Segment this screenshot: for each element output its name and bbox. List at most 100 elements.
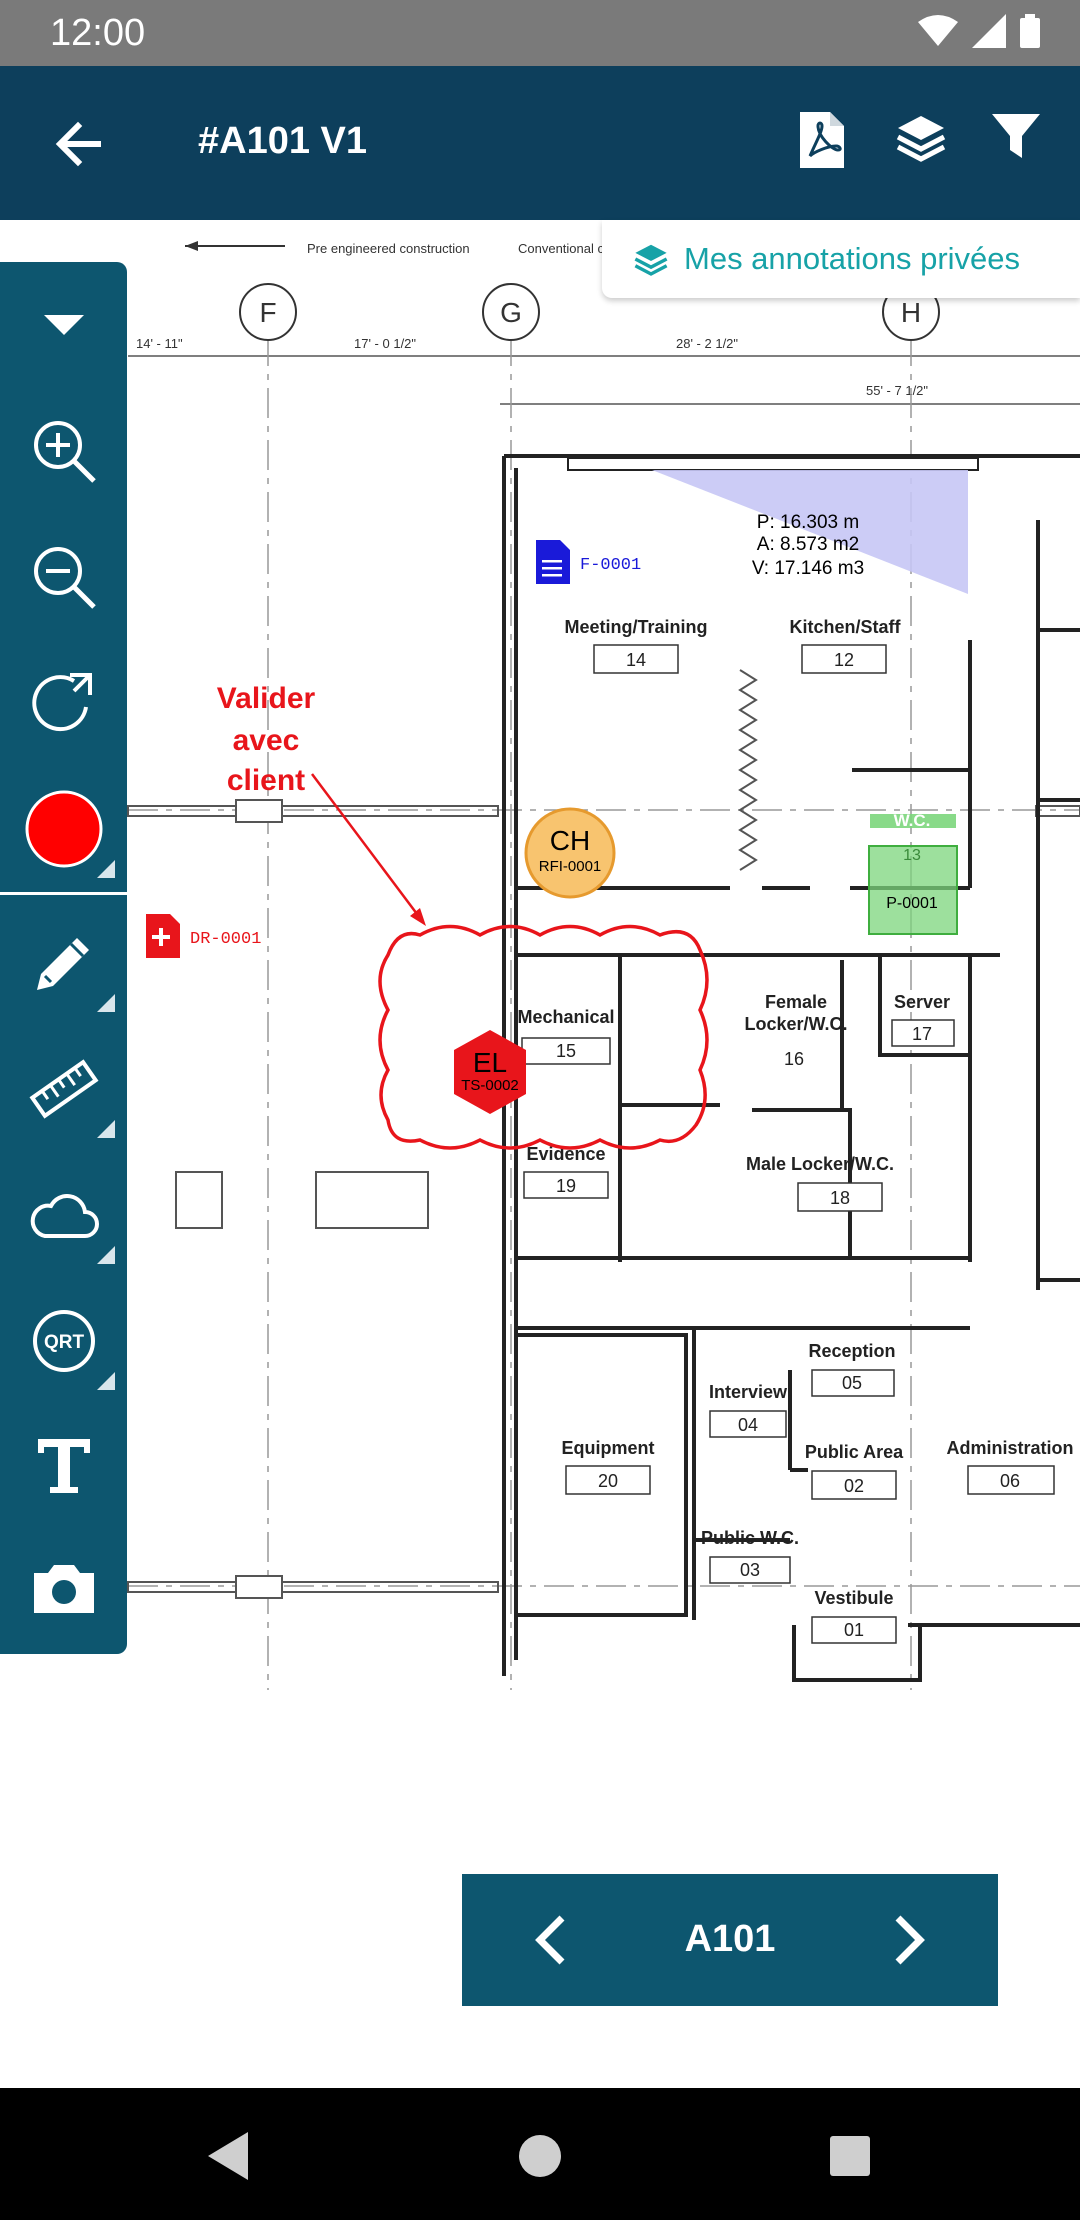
cloud-tool-button[interactable]	[0, 1152, 127, 1278]
ruler-icon	[29, 1059, 98, 1119]
room-name: Reception	[808, 1341, 895, 1361]
pencil-icon	[36, 938, 89, 990]
header-note: Pre engineered construction	[307, 241, 470, 256]
rfi-code: CH	[550, 825, 590, 856]
grid-marker: G	[500, 297, 522, 328]
wifi-icon	[918, 15, 958, 46]
layers-icon	[896, 116, 946, 162]
ts-id: TS-0002	[461, 1077, 519, 1094]
pdf-icon	[800, 112, 844, 168]
room-number: 16	[784, 1049, 804, 1069]
expand-corner-icon	[97, 1120, 115, 1138]
room-number: 04	[738, 1415, 758, 1435]
dimension-labels: 14' - 11" 17' - 0 1/2" 28' - 2 1/2" 55' …	[136, 336, 928, 398]
measure-tool-button[interactable]	[0, 1026, 127, 1152]
markup-toolbar: QRT	[0, 262, 127, 1654]
header-actions	[800, 112, 1048, 172]
rfi-id: RFI-0001	[539, 858, 602, 875]
dimension-label: 17' - 0 1/2"	[354, 336, 416, 351]
text-icon	[37, 1439, 90, 1493]
room-labels: Meeting/Training 14 Kitchen/Staff 12 Mec…	[517, 617, 1074, 1644]
color-picker-button[interactable]	[0, 766, 127, 892]
dimension-label: 55' - 7 1/2"	[866, 383, 928, 398]
note-line: avec	[233, 724, 300, 757]
room-name: Mechanical	[517, 1007, 614, 1027]
back-arrow-icon[interactable]	[48, 114, 108, 174]
qrt-tool-button[interactable]: QRT	[0, 1278, 127, 1404]
chevron-right-icon[interactable]	[878, 1910, 938, 1970]
room-number: 14	[626, 650, 646, 670]
ts-annotation[interactable]: EL TS-0002	[454, 1030, 526, 1114]
sheet-label: A101	[684, 1918, 776, 1960]
rfi-annotation[interactable]: CH RFI-0001	[524, 807, 616, 899]
dimension-label: 28' - 2 1/2"	[676, 336, 738, 351]
color-swatch-icon	[25, 790, 102, 868]
camera-tool-button[interactable]	[0, 1526, 127, 1652]
chevron-left-icon[interactable]	[522, 1910, 582, 1970]
camera-icon	[33, 1565, 94, 1613]
layers-button[interactable]	[896, 112, 952, 172]
grid-marker: H	[901, 297, 921, 328]
nav-home-icon[interactable]	[510, 2126, 570, 2186]
expand-corner-icon	[97, 1246, 115, 1264]
filter-button[interactable]	[992, 112, 1048, 172]
expand-corner-icon	[97, 860, 115, 878]
text-note-annotation[interactable]: Valider avec client	[217, 682, 426, 926]
cloud-icon	[30, 1194, 99, 1238]
room-name: Administration	[946, 1438, 1073, 1458]
measure-volume: V: 17.146 m3	[752, 558, 864, 579]
private-annotations-label: Mes annotations privées	[684, 241, 1021, 276]
room-name: Female	[765, 992, 827, 1012]
measure-perimeter: P: 16.303 m	[757, 512, 859, 533]
system-nav-bar	[0, 2088, 1080, 2220]
ts-code: EL	[473, 1047, 507, 1078]
punch-annotation[interactable]: W.C. 13 P-0001	[868, 811, 958, 935]
layers-icon	[634, 244, 668, 276]
doc-annotation-f[interactable]: F-0001	[536, 540, 641, 584]
room-number: 12	[834, 650, 854, 670]
punch-label: P-0001	[886, 895, 938, 912]
expand-corner-icon	[97, 994, 115, 1012]
dimension-label: 14' - 11"	[136, 336, 183, 351]
doc-annotation-label: DR-0001	[190, 930, 261, 949]
measurement-area[interactable]: P: 16.303 m A: 8.573 m2 V: 17.146 m3	[652, 470, 968, 594]
signal-icon	[972, 14, 1006, 48]
doc-annotation-dr[interactable]: DR-0001	[146, 914, 261, 958]
zoom-out-button[interactable]	[0, 514, 127, 640]
room-name: Server	[894, 992, 950, 1012]
room-name: W.C.	[894, 811, 931, 830]
pencil-tool-button[interactable]	[0, 900, 127, 1026]
nav-recents-icon[interactable]	[820, 2126, 880, 2186]
grid-markers: F G H	[239, 283, 940, 341]
room-name: Male Locker/W.C.	[746, 1154, 894, 1174]
status-icons	[918, 14, 1040, 48]
collapse-toolbar-button[interactable]	[0, 262, 127, 388]
room-name: Vestibule	[814, 1588, 893, 1608]
chevron-down-icon	[43, 315, 84, 335]
status-bar: 12:00	[0, 0, 1080, 66]
plan-header-notes: Pre engineered construction Conventional…	[185, 241, 604, 256]
pdf-export-button[interactable]	[800, 112, 856, 172]
note-line: client	[227, 764, 305, 797]
room-number: 18	[830, 1188, 850, 1208]
room-name: Meeting/Training	[564, 617, 707, 637]
zoom-in-button[interactable]	[0, 388, 127, 514]
text-tool-button[interactable]	[0, 1402, 127, 1528]
room-number: 17	[912, 1024, 932, 1044]
building-walls	[502, 454, 1080, 1682]
room-name-line2: Locker/W.C.	[744, 1014, 847, 1034]
page-title: #A101 V1	[198, 120, 368, 162]
room-name: Interview	[709, 1382, 788, 1402]
room-number: 06	[1000, 1471, 1020, 1491]
floor-plan-canvas[interactable]: Pre engineered construction Conventional…	[0, 220, 1080, 2090]
nav-back-icon[interactable]	[200, 2126, 260, 2186]
cloud-markup[interactable]	[378, 924, 709, 1150]
filter-icon	[992, 114, 1040, 158]
room-number: 20	[598, 1471, 618, 1491]
rotate-button[interactable]	[0, 640, 127, 766]
room-number: 19	[556, 1176, 576, 1196]
room-number: 05	[842, 1373, 862, 1393]
dimension-lines	[128, 355, 1080, 405]
private-annotations-chip[interactable]: Mes annotations privées	[602, 220, 1080, 298]
zoom-out-icon	[33, 547, 96, 609]
